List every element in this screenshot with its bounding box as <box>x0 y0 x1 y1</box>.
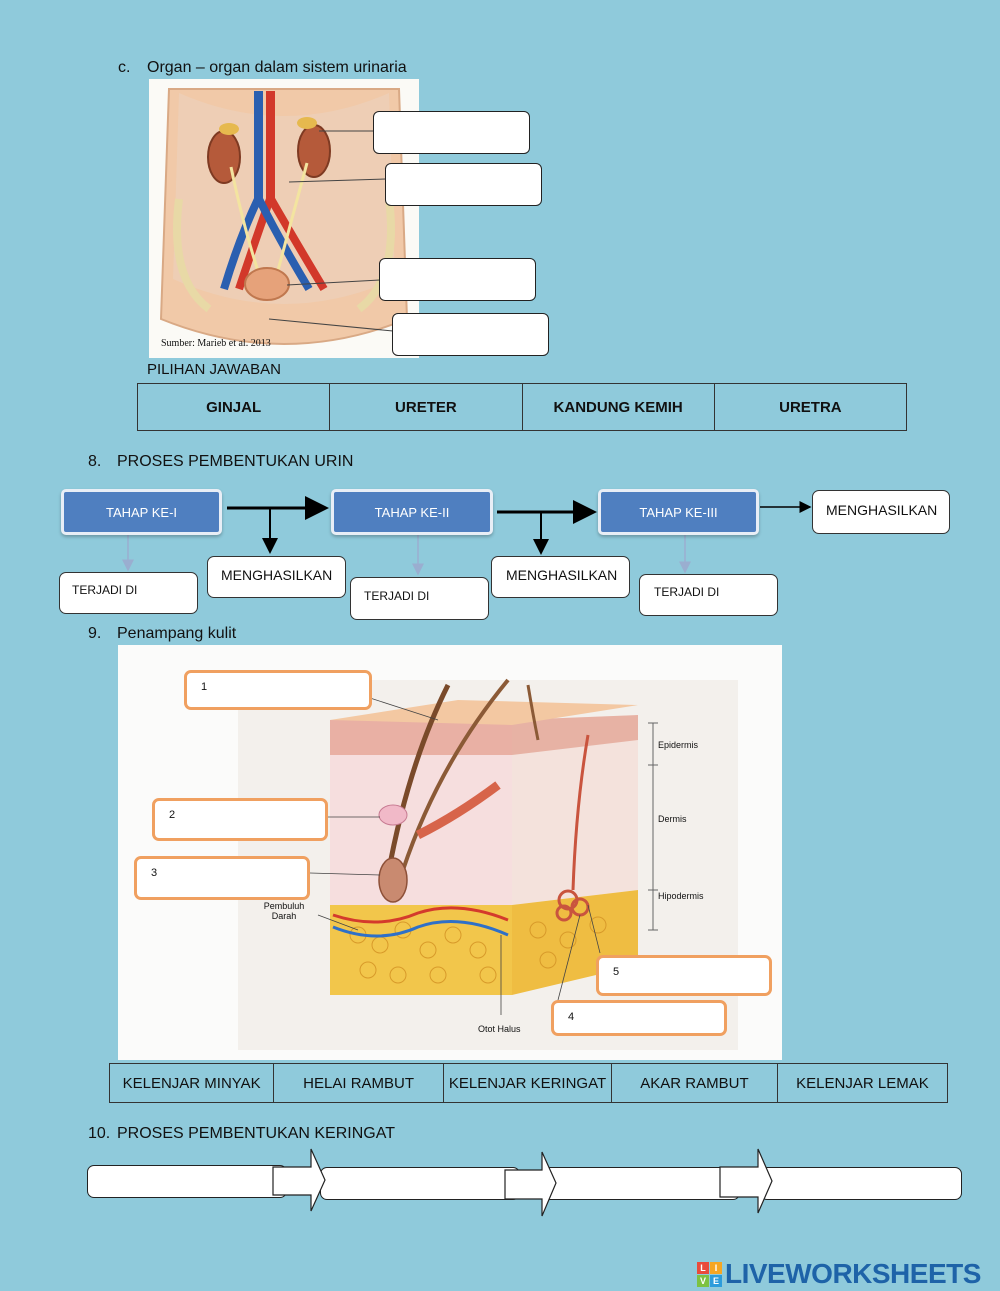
image-source-caption: Sumber: Marieb et al. 2013 <box>161 338 271 349</box>
skin-choice-2[interactable]: HELAI RAMBUT <box>273 1063 444 1103</box>
section-10-heading: 10. PROSES PEMBENTUKAN KERINGAT <box>88 1125 395 1143</box>
organ-choice-1[interactable]: GINJAL <box>136 383 331 431</box>
layer-hipodermis: Hipodermis <box>658 891 704 901</box>
brand-badge-icon: L I V E <box>697 1261 722 1287</box>
organ-choice-4[interactable]: URETRA <box>713 383 908 431</box>
section-8-title: PROSES PEMBENTUKAN URIN <box>117 453 354 470</box>
organ-answer-box-4[interactable] <box>392 313 549 356</box>
section-9-heading: 9. Penampang kulit <box>88 625 236 643</box>
final-result-box[interactable]: MENGHASILKAN <box>812 490 950 534</box>
skin-choice-1[interactable]: KELENJAR MINYAK <box>108 1063 275 1103</box>
section-c-heading: c. Organ – organ dalam sistem urinaria <box>118 59 407 77</box>
stage-2: TAHAP KE-II <box>331 489 493 535</box>
skin-choice-3[interactable]: KELENJAR KERINGAT <box>442 1063 613 1103</box>
skin-answer-box-4[interactable]: 4 <box>551 1000 727 1036</box>
stage-3: TAHAP KE-III <box>598 489 759 535</box>
label-blood-vessel: Pembuluh Darah <box>263 901 305 921</box>
produces-box-1[interactable]: MENGHASILKAN <box>207 556 346 598</box>
sweat-step-box-2[interactable] <box>320 1167 520 1200</box>
section-10-title: PROSES PEMBENTUKAN KERINGAT <box>117 1125 395 1142</box>
section-9-number: 9. <box>88 625 102 642</box>
organ-answer-box-1[interactable] <box>373 111 530 154</box>
section-10-number: 10. <box>88 1125 111 1142</box>
produces-box-2[interactable]: MENGHASILKAN <box>491 556 630 598</box>
skin-answer-box-1[interactable]: 1 <box>184 670 372 710</box>
sweat-step-box-3[interactable] <box>540 1167 740 1200</box>
layer-dermis: Dermis <box>658 814 687 824</box>
choices-title: PILIHAN JAWABAN <box>147 361 281 378</box>
skin-answer-box-3[interactable]: 3 <box>134 856 310 900</box>
skin-choice-5[interactable]: KELENJAR LEMAK <box>776 1063 949 1103</box>
sweat-process-arrows <box>272 1148 773 1217</box>
occurs-box-1[interactable]: TERJADI DI <box>59 572 198 614</box>
sweat-step-box-1[interactable] <box>87 1165 287 1198</box>
step-arrow-icon-3 <box>719 1148 773 1214</box>
step-arrow-icon-1 <box>272 1148 326 1212</box>
layer-epidermis: Epidermis <box>658 740 699 750</box>
brand-name: LIVEWORKSHEETS <box>725 1258 981 1289</box>
organ-answer-box-2[interactable] <box>385 163 542 206</box>
organ-choice-2[interactable]: URETER <box>329 383 523 431</box>
skin-choices-table: KELENJAR MINYAK HELAI RAMBUT KELENJAR KE… <box>108 1063 949 1103</box>
organ-answer-box-3[interactable] <box>379 258 536 301</box>
section-c-marker: c. <box>118 59 131 76</box>
step-arrow-icon-2 <box>504 1151 557 1217</box>
brand-logo: L I V E LIVEWORKSHEETS <box>697 1258 981 1290</box>
section-9-title: Penampang kulit <box>117 625 237 642</box>
organ-choice-3[interactable]: KANDUNG KEMIH <box>521 383 715 431</box>
urine-process-arrows <box>122 496 812 576</box>
skin-answer-box-2[interactable]: 2 <box>152 798 328 841</box>
skin-answer-box-5[interactable]: 5 <box>596 955 772 996</box>
section-8-heading: 8. PROSES PEMBENTUKAN URIN <box>88 453 353 471</box>
occurs-box-2[interactable]: TERJADI DI <box>350 577 489 620</box>
label-smooth-muscle: Otot Halus <box>478 1024 521 1034</box>
skin-choice-4[interactable]: AKAR RAMBUT <box>611 1063 778 1103</box>
stage-1: TAHAP KE-I <box>61 489 222 535</box>
section-8-number: 8. <box>88 453 102 470</box>
organ-choices-table: GINJAL URETER KANDUNG KEMIH URETRA <box>136 383 908 431</box>
urinary-system-illustration <box>159 88 409 345</box>
occurs-box-3[interactable]: TERJADI DI <box>639 574 778 616</box>
section-c-title: Organ – organ dalam sistem urinaria <box>147 59 407 76</box>
